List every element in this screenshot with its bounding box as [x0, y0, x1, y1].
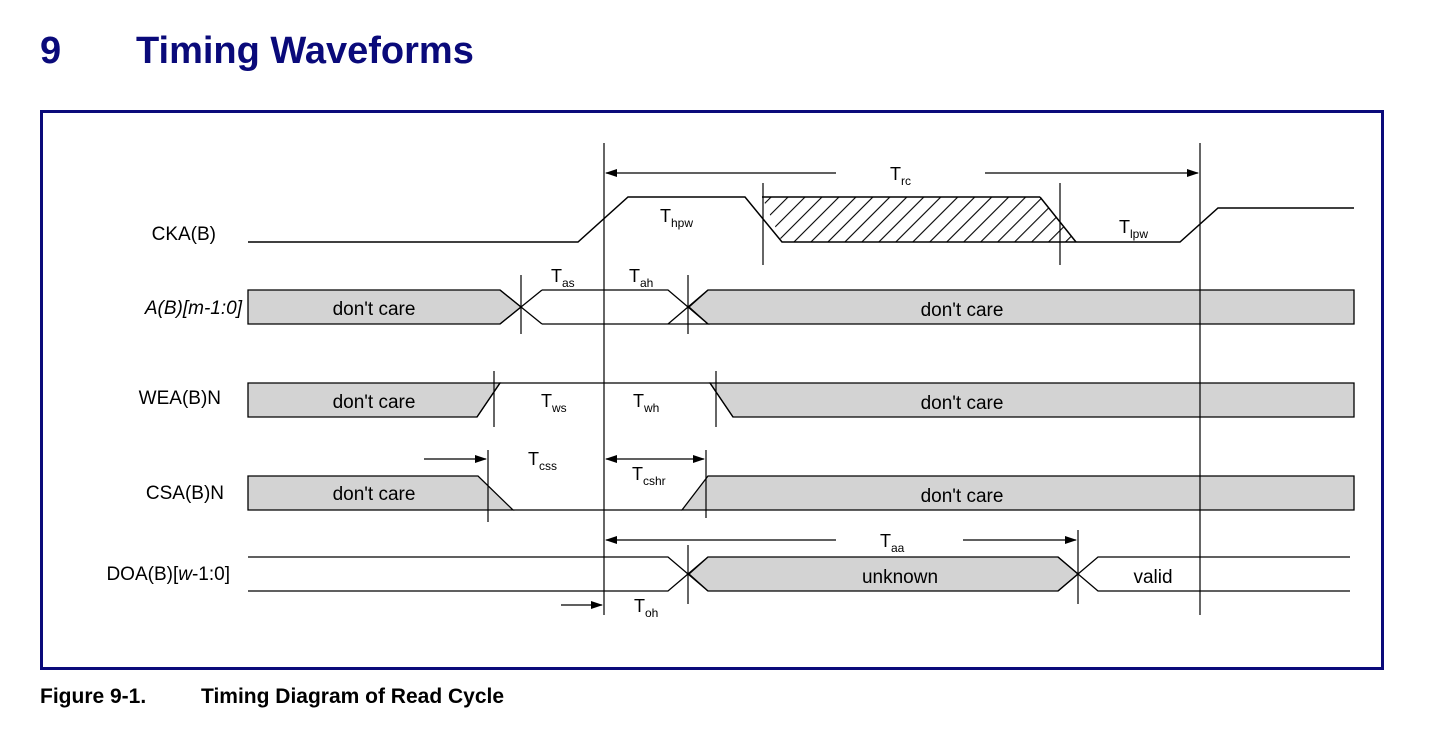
wea-dont-care-label-2: don't care: [921, 393, 1004, 414]
label-tws: Tws: [541, 391, 567, 415]
wea-low-window: [476, 382, 734, 418]
signal-label-address: A(B)[m-1:0]: [144, 298, 243, 319]
wea-dont-care-2: [708, 382, 1355, 418]
csa-dont-care-2: [680, 475, 1355, 511]
label-tas: Tas: [551, 266, 575, 290]
cka-hatched-transition: [762, 197, 1076, 242]
figure-number: Figure 9-1.: [40, 685, 147, 708]
label-trc: Trc: [890, 164, 911, 188]
address-dont-care-label-1: don't care: [333, 299, 416, 320]
section-number: 9: [40, 30, 62, 72]
address-valid-window: [542, 289, 710, 325]
doa-valid-upper: [1057, 556, 1350, 592]
doa-previous-lower: [248, 556, 709, 592]
signal-label-cka: CKA(B): [152, 224, 216, 245]
label-twh: Twh: [633, 391, 659, 415]
label-toh: Toh: [634, 596, 658, 620]
signal-label-doa: DOA(B)[w-1:0]: [106, 564, 230, 585]
label-tah: Tah: [629, 266, 653, 290]
address-dont-care-label-2: don't care: [921, 300, 1004, 321]
figure-title: Timing Diagram of Read Cycle: [201, 685, 505, 708]
doa-valid-lower: [1057, 556, 1350, 592]
label-thpw: Thpw: [660, 206, 693, 230]
doa-valid-label: valid: [1133, 567, 1172, 588]
csa-dont-care-label-2: don't care: [921, 486, 1004, 507]
signal-label-wea: WEA(B)N: [139, 388, 221, 409]
diagram-frame: [40, 110, 1384, 670]
cka-hatch-falling-edge: [1039, 196, 1077, 243]
wea-dont-care-label-1: don't care: [333, 392, 416, 413]
signal-label-csa: CSA(B)N: [146, 483, 224, 504]
label-taa: Taa: [880, 531, 905, 555]
label-tcss: Tcss: [528, 449, 557, 473]
doa-unknown-label: unknown: [862, 567, 938, 588]
address-dont-care-2: [688, 289, 1355, 325]
doa-previous-upper: [248, 556, 709, 592]
csa-dont-care-label-1: don't care: [333, 484, 416, 505]
label-tcshr: Tcshr: [632, 464, 666, 488]
section-title: Timing Waveforms: [136, 30, 474, 72]
label-tlpw: Tlpw: [1119, 217, 1148, 241]
